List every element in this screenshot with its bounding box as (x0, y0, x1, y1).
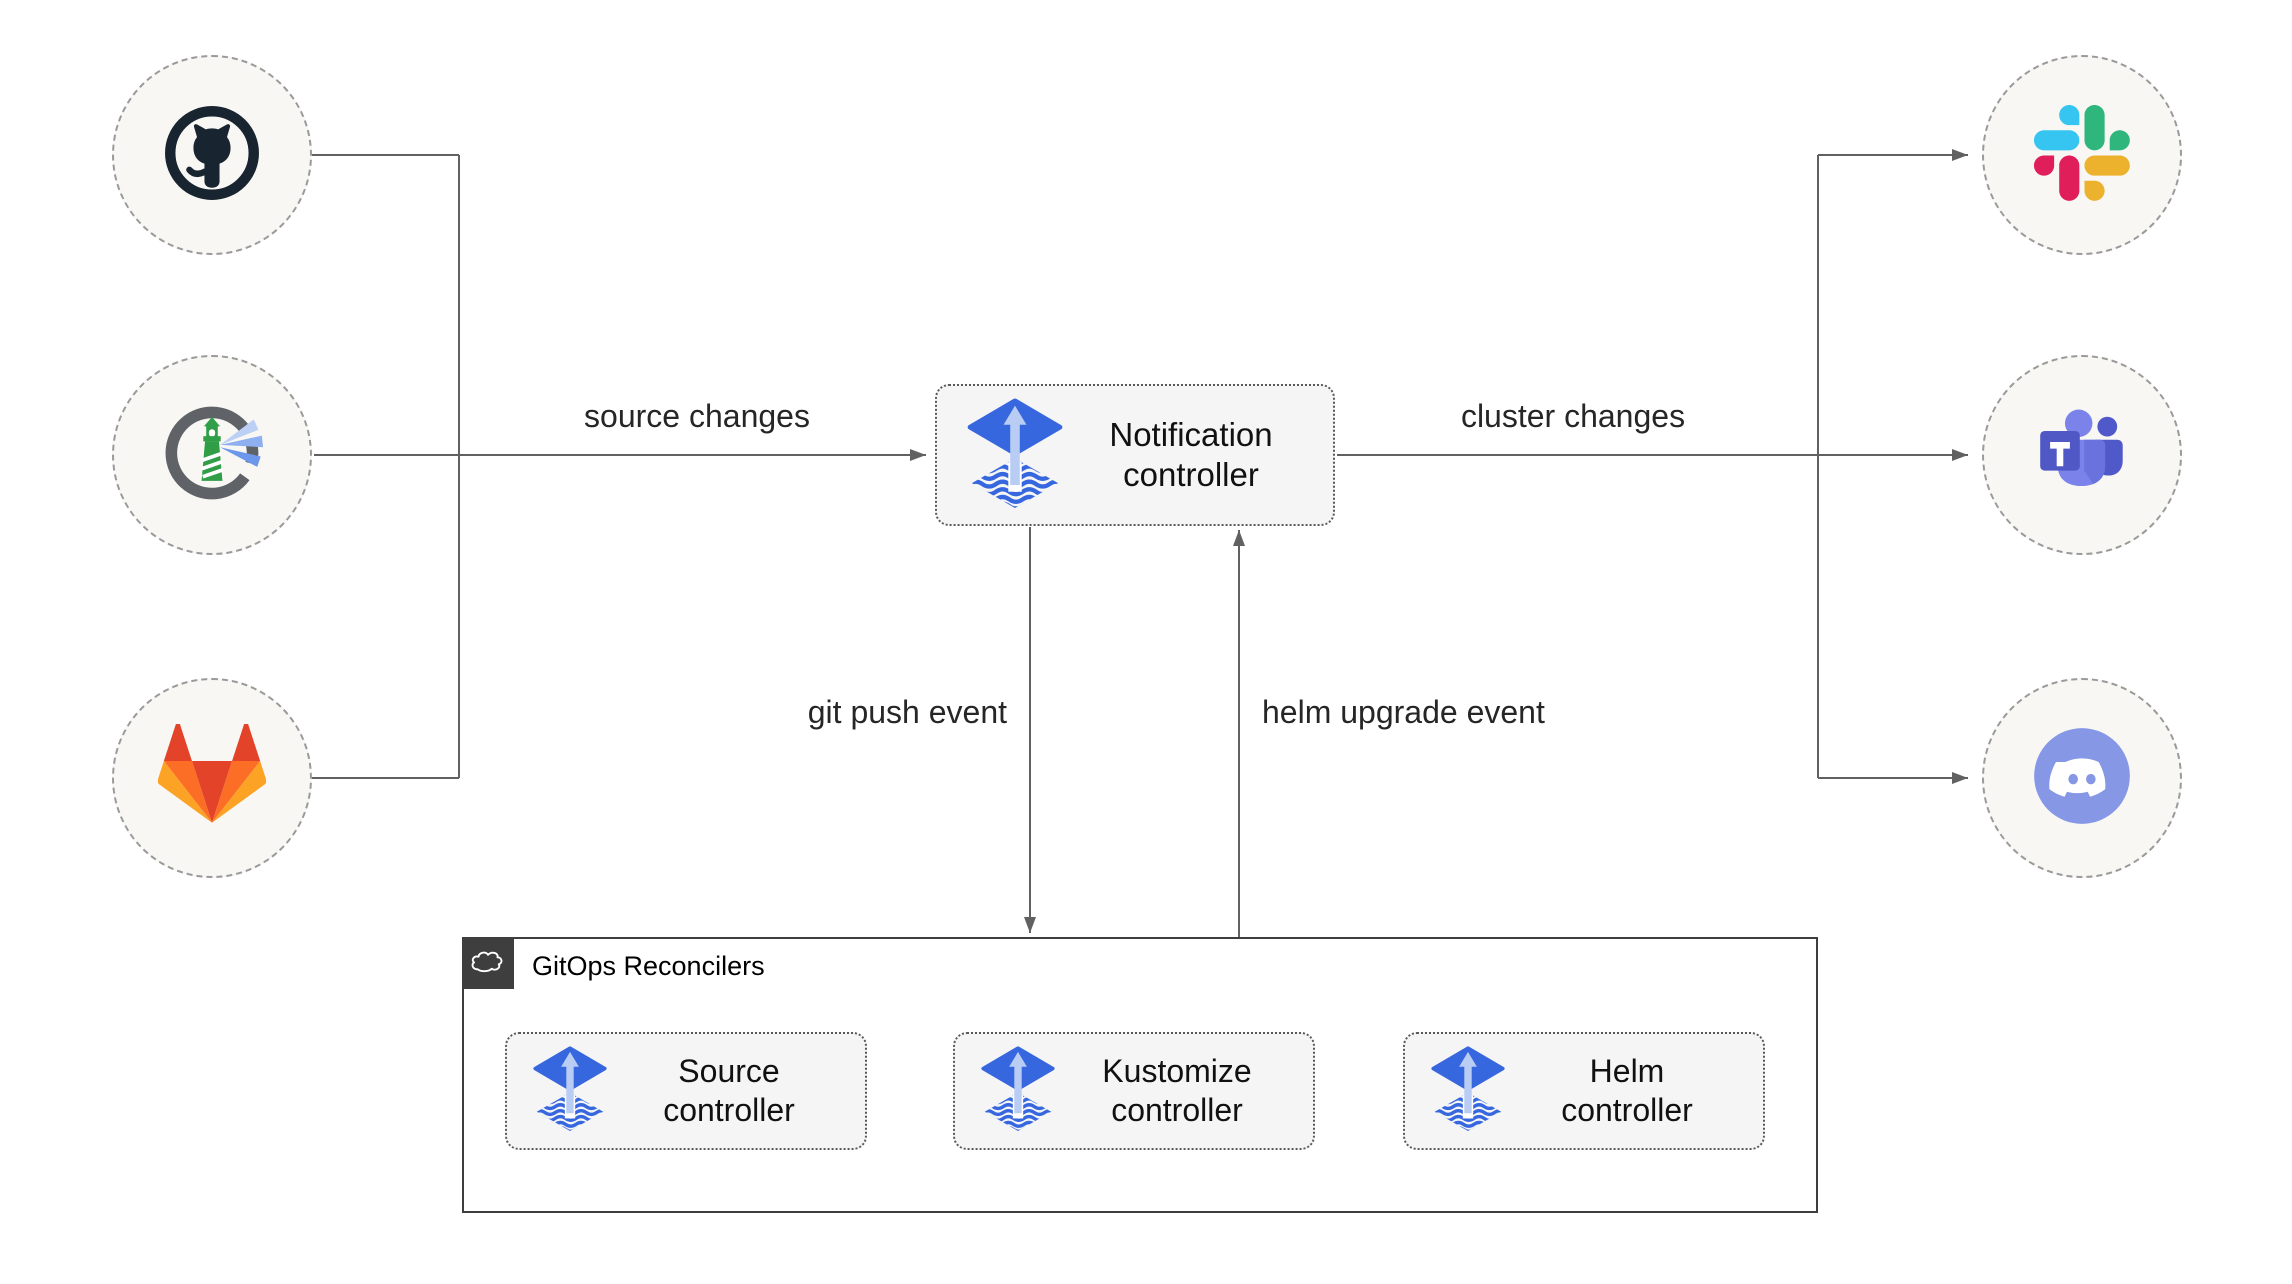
node-github[interactable] (112, 55, 312, 255)
helm-controller-label: Helm controller (1561, 1052, 1693, 1128)
kustomize-controller-label: Kustomize controller (1102, 1052, 1252, 1128)
flux-icon (981, 1046, 1055, 1136)
source-controller-node[interactable]: Source controller (505, 1032, 867, 1150)
container-title: GitOps Reconcilers (532, 951, 765, 981)
github-icon (154, 95, 270, 216)
discord-icon (2030, 724, 2134, 833)
edge-label-helm-upgrade-event: helm upgrade event (1262, 694, 1545, 730)
flux-icon (1431, 1046, 1505, 1136)
node-slack[interactable] (1982, 55, 2182, 255)
kustomize-controller-node[interactable]: Kustomize controller (953, 1032, 1315, 1150)
microsoft-teams-icon (2027, 398, 2137, 513)
node-gitlab[interactable] (112, 678, 312, 878)
flux-icon (533, 1046, 607, 1136)
notification-controller-label: Notification controller (1109, 415, 1273, 493)
cloud-icon (469, 947, 507, 979)
helm-controller-node[interactable]: Helm controller (1403, 1032, 1765, 1150)
edge-label-cluster-changes: cluster changes (1460, 398, 1686, 434)
source-controller-label: Source controller (663, 1052, 795, 1128)
edge-label-git-push-event: git push event (807, 694, 1007, 730)
node-microsoft-teams[interactable] (1982, 355, 2182, 555)
harbor-icon (154, 395, 270, 516)
node-discord[interactable] (1982, 678, 2182, 878)
flux-icon (967, 397, 1063, 513)
notification-controller-node[interactable]: Notification controller (935, 384, 1335, 526)
node-harbor[interactable] (112, 355, 312, 555)
edge-label-source-changes: source changes (584, 398, 810, 434)
container-tab (462, 937, 514, 989)
gitlab-icon (157, 722, 267, 832)
slack-icon (2034, 104, 2130, 206)
